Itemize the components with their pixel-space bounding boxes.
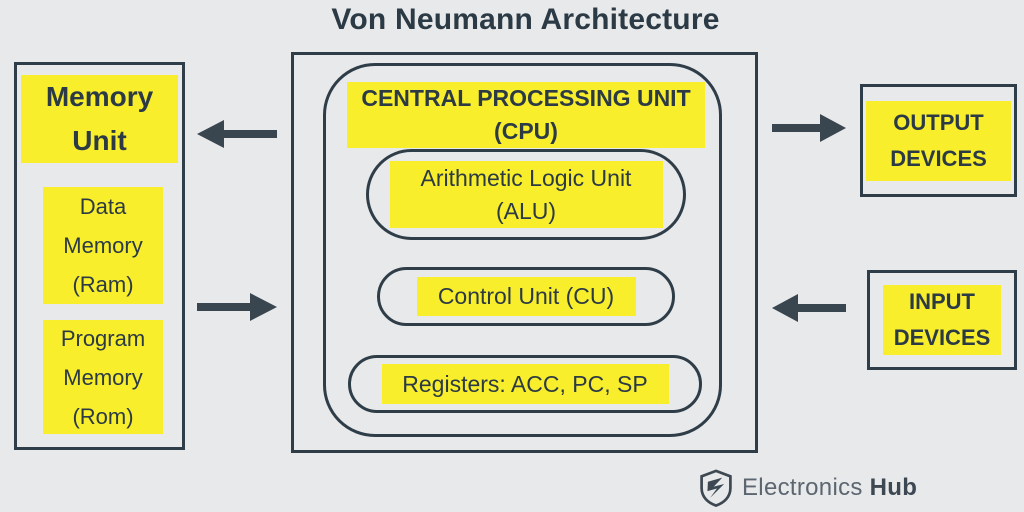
alu-label: Arithmetic Logic Unit (ALU) [389,161,663,228]
cpu-inner-box: CENTRAL PROCESSING UNIT (CPU) Arithmetic… [323,63,722,437]
data-memory-line1: Data [79,194,127,219]
arrow-left-icon [197,120,277,148]
shield-logo-icon [700,469,732,507]
data-memory-label: Data Memory (Ram) [43,187,163,304]
registers-label: Registers: ACC, PC, SP [381,364,669,404]
registers-box: Registers: ACC, PC, SP [348,355,702,413]
input-devices-line1: INPUT [909,289,975,314]
data-memory-line2: Memory [63,233,143,258]
output-devices-line1: OUTPUT [893,109,984,135]
electronics-hub-logo: Electronics Hub [698,468,917,508]
cpu-title-line1: CENTRAL PROCESSING UNIT [361,85,691,111]
memory-unit-label-line1: Memory [45,81,154,112]
data-memory-line3: (Ram) [72,272,134,297]
alu-label-line1: Arithmetic Logic Unit [420,164,632,191]
memory-unit-label: Memory Unit [21,75,178,163]
output-devices-box: OUTPUT DEVICES [860,84,1017,197]
control-unit-box: Control Unit (CU) [377,267,675,326]
brand-text: Electronics Hub [742,474,917,502]
program-memory-label: Program Memory (Rom) [43,320,163,434]
output-devices-label: OUTPUT DEVICES [866,100,1011,181]
input-devices-label: INPUT DEVICES [883,285,1001,355]
cpu-title-label: CENTRAL PROCESSING UNIT (CPU) [347,82,705,148]
input-devices-box: INPUT DEVICES [867,270,1017,370]
control-unit-label: Control Unit (CU) [416,277,636,316]
alu-label-line2: (ALU) [495,197,557,224]
output-devices-line2: DEVICES [890,145,987,171]
arrow-right-icon [197,293,277,321]
alu-box: Arithmetic Logic Unit (ALU) [366,149,686,240]
memory-unit-box: Memory Unit Data Memory (Ram) Program Me… [14,62,185,450]
cpu-title-line2: (CPU) [494,118,558,144]
arrow-left-icon [772,294,846,322]
arrow-right-icon [772,114,846,142]
program-memory-line2: Memory [63,364,143,390]
brand-suffix: Hub [869,474,918,501]
program-memory-line1: Program [60,325,146,351]
page-title: Von Neumann Architecture [331,3,720,36]
brand-name: Electronics [742,474,863,501]
program-memory-line3: (Rom) [72,403,134,429]
input-devices-line2: DEVICES [893,325,991,350]
memory-unit-label-line2: Unit [72,125,127,156]
cpu-outer-box: CENTRAL PROCESSING UNIT (CPU) Arithmetic… [291,52,758,453]
